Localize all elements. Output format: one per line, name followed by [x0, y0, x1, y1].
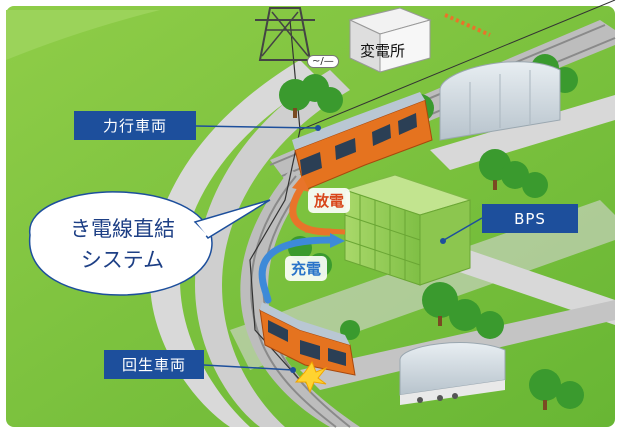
charge-arrow — [258, 236, 334, 294]
substation-building — [348, 7, 432, 73]
trees — [279, 54, 584, 409]
powering-label-line — [195, 125, 319, 129]
regenerating-train — [259, 302, 356, 376]
regen-label-line — [203, 364, 294, 371]
curved-track — [240, 170, 360, 427]
powering-train — [292, 92, 433, 191]
label-powering-car: 力行車両 — [74, 111, 196, 140]
label-discharge: 放電 — [308, 188, 351, 213]
depot-shed — [439, 61, 561, 141]
system-bubble — [29, 191, 271, 296]
bps-label-line — [443, 217, 483, 241]
bubble-line-2: システム — [80, 248, 165, 272]
label-regen-car: 回生車両 — [104, 350, 204, 379]
regen-spark — [294, 360, 328, 394]
label-bps: BPS — [482, 204, 578, 233]
label-charge: 充電 — [285, 256, 328, 281]
bubble-text: き電線直結 システム — [40, 214, 205, 276]
bubble-line-1: き電線直結 — [70, 217, 175, 241]
station-platform — [399, 342, 506, 405]
ac-symbol: ~/— — [307, 55, 339, 68]
label-substation: 変電所 — [360, 42, 406, 60]
